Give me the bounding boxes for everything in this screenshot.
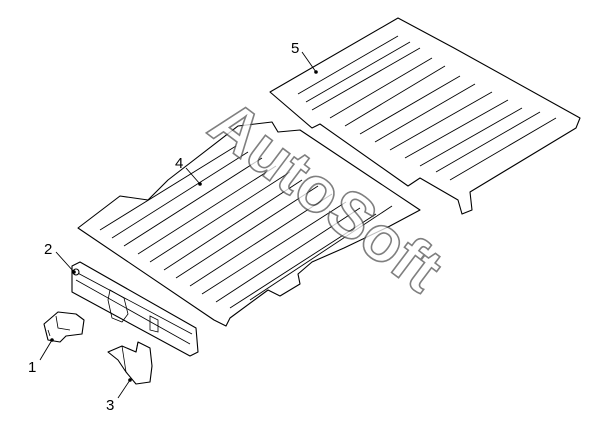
callout-2: 2 [44, 241, 52, 258]
callout-1: 1 [28, 359, 36, 376]
rear-floor-panel [269, 17, 581, 215]
front-floor-panel [77, 121, 421, 327]
crossmember-rail [71, 261, 199, 357]
callout-3: 3 [106, 397, 114, 414]
mounting-bracket [107, 341, 153, 385]
bracket-clip [43, 311, 85, 343]
callout-4: 4 [175, 155, 183, 172]
callout-5: 5 [291, 40, 299, 57]
leader-lines [39, 51, 318, 399]
